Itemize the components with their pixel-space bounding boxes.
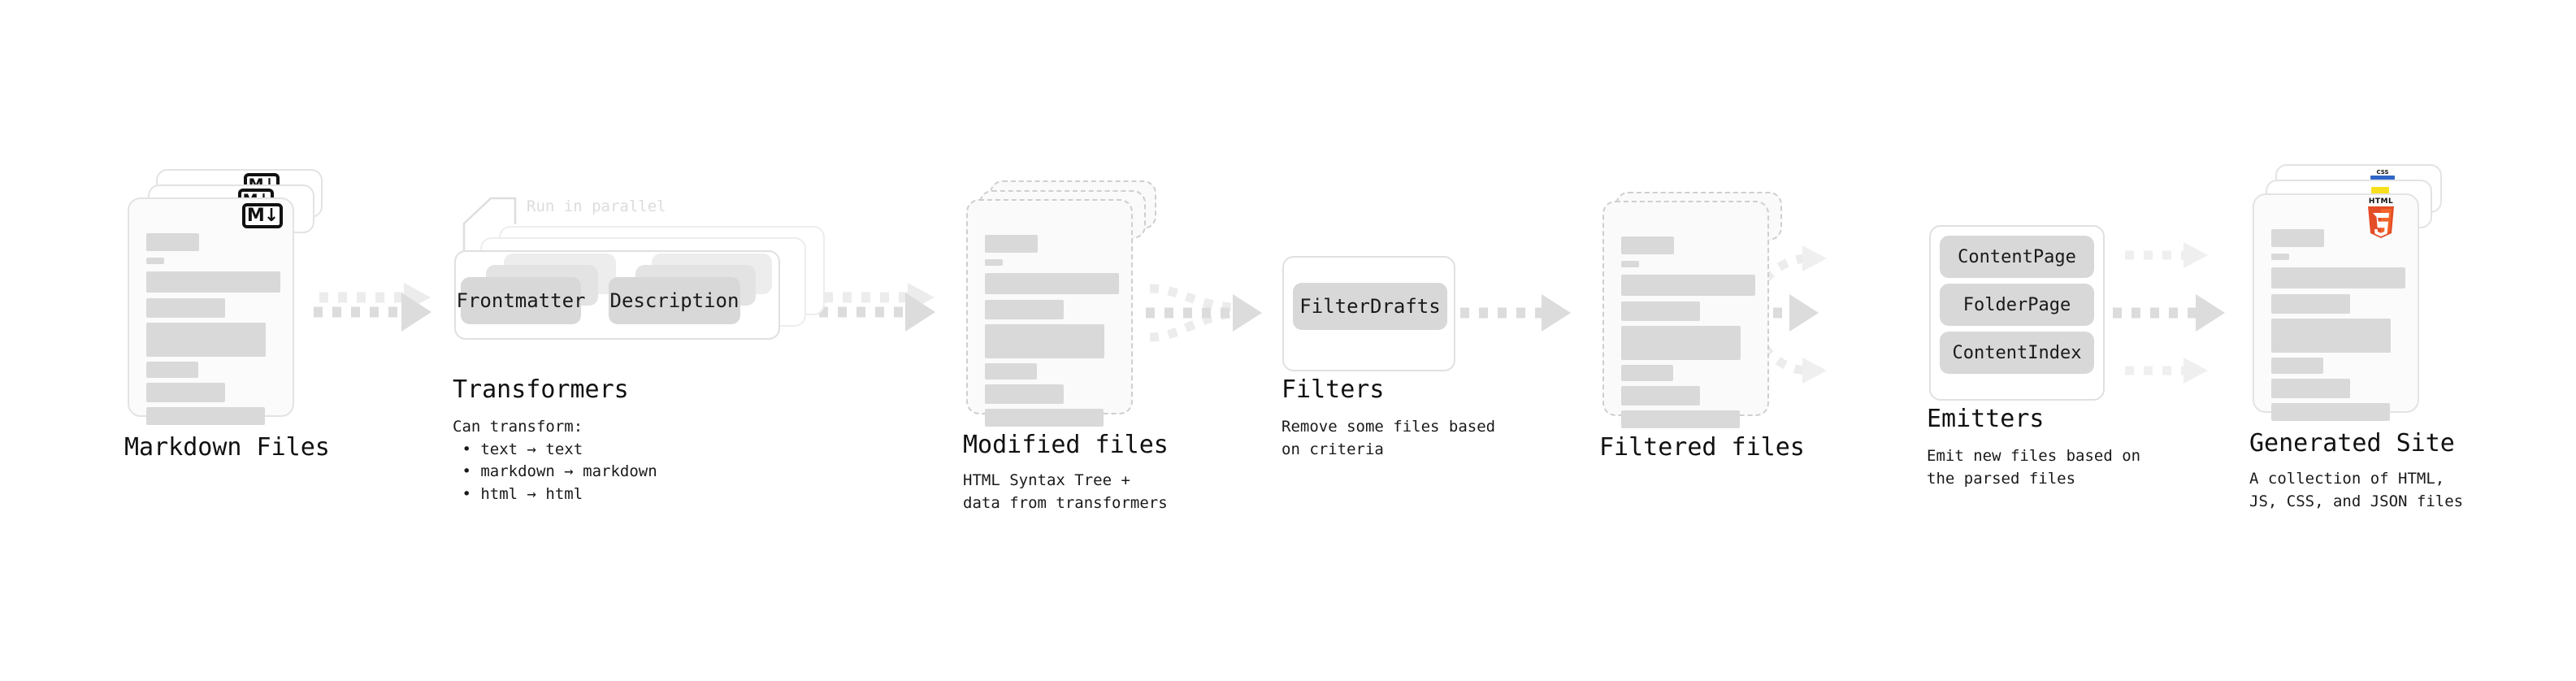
arrow-modified-to-filters [1146,284,1262,342]
skeleton-bar [2271,254,2289,260]
skeleton-bar [146,233,199,251]
filter-chip-filterdrafts[interactable]: FilterDrafts [1293,283,1447,330]
run-in-parallel-bracket [462,197,517,251]
skeleton-bar [2271,358,2323,374]
skeleton-bar [2271,229,2324,247]
skeleton-bar [985,409,1104,427]
skeleton-bar [146,407,265,425]
skeleton-bar [985,273,1119,294]
transformer-chip-frontmatter[interactable]: Frontmatter [457,277,585,324]
arrow-transformers-to-modified [819,283,935,332]
skeleton-bar [146,271,280,293]
skeleton-bar [2271,379,2350,398]
emitter-chip-contentindex[interactable]: ContentIndex [1940,332,2094,374]
filters-title: Filters [1281,375,1385,404]
skeleton-bar [2271,319,2391,353]
site-card-front [2253,193,2419,421]
skeleton-bar [1621,365,1673,381]
skeleton-bar [146,258,164,264]
skeleton-bar [1621,386,1700,406]
emitter-chip-folderpage[interactable]: FolderPage [1940,284,2094,326]
modified-card-front [966,199,1133,427]
markdown-card-front [128,197,294,425]
markdown-files-title: Markdown Files [124,433,330,462]
css-badge-label: CSS [2376,169,2389,176]
markdown-badge: M↓ [242,203,283,228]
filtered-files-title: Filtered files [1599,433,1805,462]
skeleton-bar [2271,294,2350,314]
transformer-chip-description[interactable]: Description [609,277,740,324]
filtered-card-front [1602,201,1769,428]
skeleton-bar [985,384,1064,404]
html5-badge: HTML [2366,197,2396,239]
skeleton-bar [985,324,1104,358]
html5-shield-icon [2368,206,2394,238]
modified-files-title: Modified files [963,431,1169,459]
generated-site-subtitle: A collection of HTML, JS, CSS, and JSON … [2249,470,2464,510]
emitters-subtitle: Emit new files based on the parsed files [1927,447,2141,488]
skeleton-bar [1621,410,1740,428]
arrow-emitters-to-site [2113,242,2225,384]
skeleton-bar [985,235,1038,253]
html5-badge-label: HTML [2368,197,2394,206]
transformers-title: Transformers [453,375,629,404]
filters-subtitle: Remove some files based on criteria [1281,418,1496,458]
arrow-md-to-transformers [314,283,432,332]
skeleton-bar [146,383,225,402]
skeleton-bar [146,298,225,318]
css-badge: CSS [2370,169,2395,180]
skeleton-bar [2271,403,2390,421]
skeleton-bar [985,300,1064,319]
emitter-chip-contentpage[interactable]: ContentPage [1940,236,2094,278]
emitters-title: Emitters [1927,405,2045,433]
skeleton-bar [1621,301,1700,321]
modified-files-subtitle: HTML Syntax Tree + data from transformer… [963,471,1168,512]
skeleton-bar [985,259,1003,266]
generated-site-title: Generated Site [2249,429,2455,458]
transformers-subtitle: Can transform: • text → text • markdown … [453,418,657,503]
run-in-parallel-note: Run in parallel [527,197,666,215]
skeleton-bar [146,323,266,357]
skeleton-bar [985,363,1037,380]
arrow-filters-to-filtered [1460,294,1571,332]
skeleton-bar [1621,261,1639,267]
skeleton-bar [146,362,198,378]
skeleton-bar [2271,267,2405,288]
skeleton-bar [1621,275,1755,296]
skeleton-bar [1621,236,1674,254]
skeleton-bar [1621,326,1741,360]
